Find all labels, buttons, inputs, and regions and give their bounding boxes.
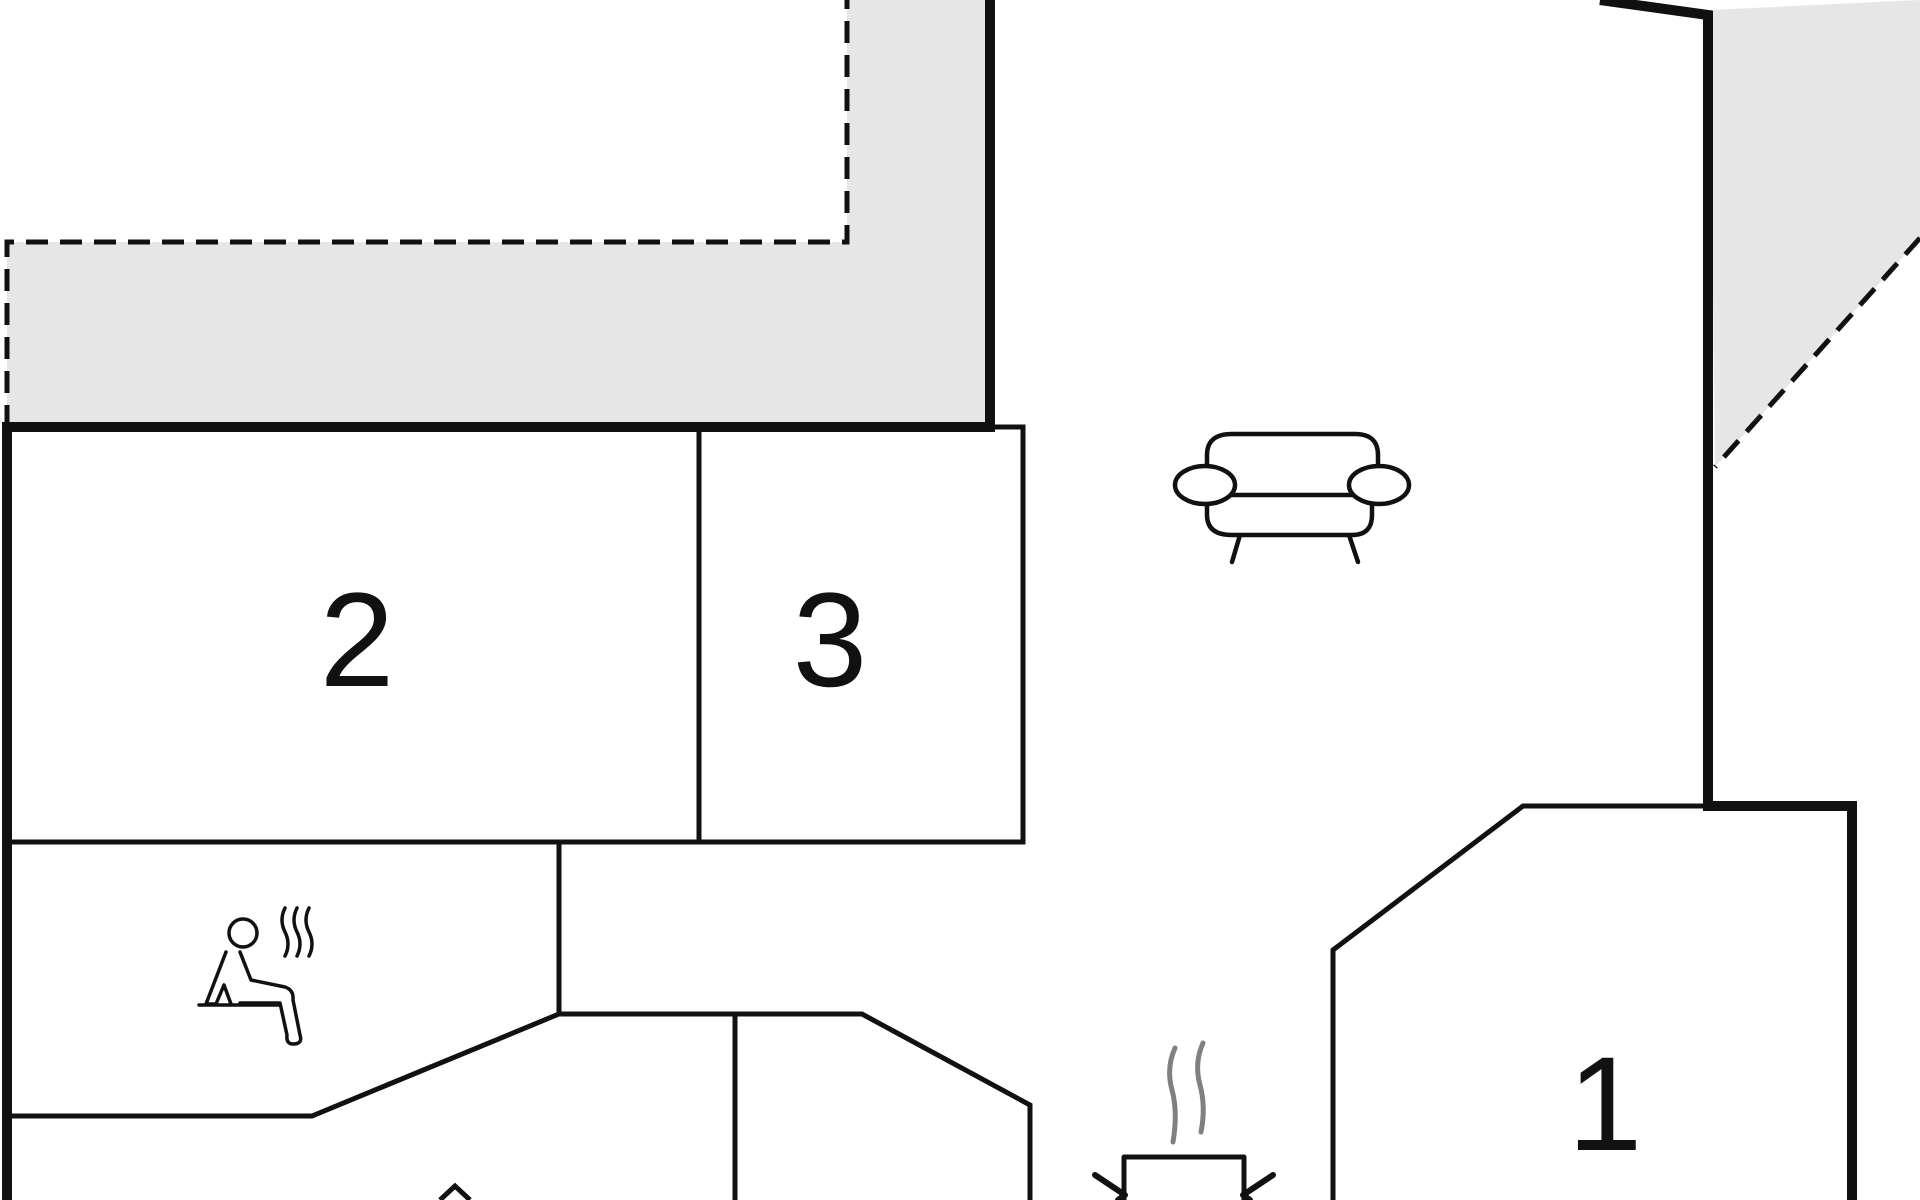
room-3-label: 3: [793, 566, 868, 715]
sauna-icon: [197, 906, 314, 1046]
interior-walls: [7, 424, 1708, 1200]
fireplace-icon: [1092, 1040, 1276, 1200]
sofa-icon: [1172, 431, 1412, 565]
terrace-left: [4, 0, 990, 427]
room-2-label: 2: [320, 566, 395, 715]
room-1-label: 1: [1568, 1030, 1643, 1179]
terrace-right: [1710, 0, 1920, 469]
stair-arrow-icon: [438, 1182, 472, 1200]
